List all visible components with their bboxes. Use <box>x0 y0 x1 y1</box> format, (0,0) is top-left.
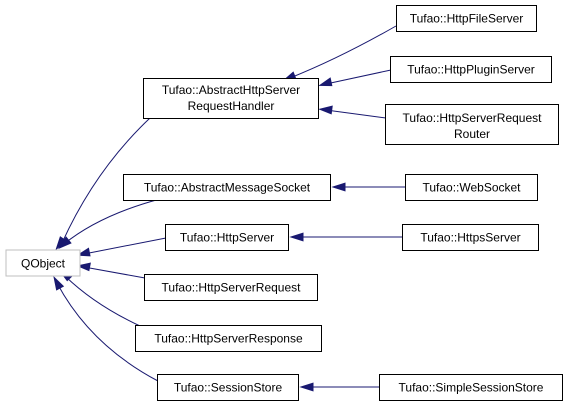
node-http-server-response[interactable]: Tufao::HttpServerResponse <box>135 325 322 352</box>
edge-abstract-message-socket-to-qobject <box>58 198 161 250</box>
edge-https-server-to-http-server <box>289 232 403 242</box>
node-request-router-label-line1: Tufao::HttpServerRequest <box>403 111 543 125</box>
edge-http-server-request-to-qobject <box>76 262 146 279</box>
node-http-server[interactable]: Tufao::HttpServer <box>165 224 289 251</box>
node-web-socket[interactable]: Tufao::WebSocket <box>405 174 538 201</box>
node-qobject-label: QObject <box>21 257 66 271</box>
node-abstract-http-server-request-handler[interactable]: Tufao::AbstractHttpServer RequestHandler <box>143 78 319 119</box>
edge-http-server-response-to-qobject <box>59 270 141 327</box>
node-abstract-message-socket-label: Tufao::AbstractMessageSocket <box>144 181 311 195</box>
node-https-server-label: Tufao::HttpsServer <box>420 231 520 245</box>
edge-web-socket-to-abstract-message-socket <box>331 182 406 192</box>
node-qobject[interactable]: QObject <box>5 249 81 277</box>
node-http-file-server[interactable]: Tufao::HttpFileServer <box>396 5 537 32</box>
node-http-plugin-server-label: Tufao::HttpPluginServer <box>407 63 535 77</box>
node-https-server[interactable]: Tufao::HttpsServer <box>402 224 539 251</box>
node-http-server-response-label: Tufao::HttpServerResponse <box>154 332 303 346</box>
node-abstract-handler-label-line2: RequestHandler <box>188 99 275 113</box>
node-session-store[interactable]: Tufao::SessionStore <box>157 374 299 401</box>
node-request-router-label-line2: Router <box>454 127 490 141</box>
node-simple-session-store-label: Tufao::SimpleSessionStore <box>399 381 544 395</box>
edge-request-router-to-abstract-handler <box>318 105 387 119</box>
edge-http-server-to-qobject <box>76 237 167 257</box>
node-abstract-handler-label-line1: Tufao::AbstractHttpServer <box>162 83 300 97</box>
node-http-file-server-label: Tufao::HttpFileServer <box>410 12 524 26</box>
node-http-plugin-server[interactable]: Tufao::HttpPluginServer <box>390 56 552 83</box>
node-http-server-request-router[interactable]: Tufao::HttpServerRequest Router <box>385 104 559 145</box>
edge-http-plugin-server-to-abstract-handler <box>318 69 392 87</box>
node-http-server-label: Tufao::HttpServer <box>180 231 274 245</box>
node-session-store-label: Tufao::SessionStore <box>174 381 283 395</box>
node-abstract-message-socket[interactable]: Tufao::AbstractMessageSocket <box>123 174 331 201</box>
node-web-socket-label: Tufao::WebSocket <box>422 181 521 195</box>
node-http-server-request-label: Tufao::HttpServerRequest <box>162 281 302 295</box>
node-simple-session-store[interactable]: Tufao::SimpleSessionStore <box>379 374 563 401</box>
edge-simple-session-store-to-session-store <box>299 382 380 392</box>
edge-session-store-to-qobject <box>53 275 159 382</box>
node-http-server-request[interactable]: Tufao::HttpServerRequest <box>144 274 318 301</box>
